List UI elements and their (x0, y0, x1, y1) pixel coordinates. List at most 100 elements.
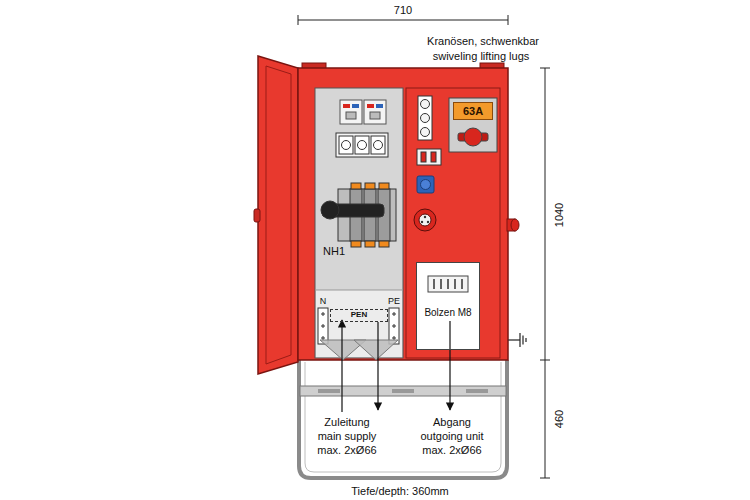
circuit-breaker (376, 104, 383, 108)
callout-text: Abgang (433, 416, 471, 429)
switch-disconnector (321, 201, 339, 219)
terminal-bar (318, 308, 328, 344)
dimension-text: 1040 (553, 203, 566, 227)
base-frame (299, 360, 507, 478)
height-dimension (545, 68, 546, 478)
cabinet-body (298, 68, 508, 360)
fuse-holder (339, 136, 353, 154)
cee-socket (419, 214, 431, 226)
height-dimension (540, 68, 550, 478)
terminal-bar (389, 308, 399, 344)
leader-arrow (342, 320, 450, 412)
fuse-holder (374, 141, 383, 150)
cabinet-body (511, 219, 519, 231)
note-text: swiveling lifting lugs (433, 50, 530, 63)
base-frame (392, 389, 414, 393)
switch-disconnector (351, 183, 361, 189)
terminal-name: N (320, 296, 327, 306)
cabinet-door (266, 66, 291, 364)
cabinet-body (298, 68, 519, 360)
cabinet-door (258, 56, 298, 374)
dimension-text: 710 (394, 4, 412, 17)
width-dimension (298, 20, 508, 21)
earth-symbol (519, 333, 520, 347)
cee-socket (414, 209, 436, 231)
left-panel (315, 88, 403, 358)
switch-disconnector (365, 241, 375, 247)
part-name: NH1 (323, 245, 345, 258)
left-panel (315, 88, 403, 358)
circuit-breaker (340, 100, 386, 124)
circuit-breaker (364, 100, 386, 124)
fuse-holder (336, 133, 388, 157)
base-frame (466, 389, 488, 393)
base-frame (318, 389, 340, 393)
main-switch (464, 128, 482, 146)
cee-socket (427, 221, 429, 223)
fuse-column (421, 114, 430, 123)
earth-symbol (508, 339, 520, 340)
pen-bar: PEN (330, 309, 388, 322)
main-switch (449, 98, 497, 152)
base-frame (305, 362, 501, 472)
circuit-breaker (367, 104, 374, 108)
cee-socket (421, 221, 423, 223)
circuit-breaker (343, 104, 350, 108)
terminal-bar (392, 312, 396, 340)
cee-socket (424, 216, 426, 218)
bolt-box (416, 262, 480, 350)
cable-entry (320, 340, 398, 360)
bolt-box (416, 262, 480, 350)
main-switch (449, 98, 497, 152)
fuse-column (421, 128, 430, 137)
width-dimension (298, 15, 299, 25)
cee-socket (414, 209, 436, 231)
fuse-holder (342, 141, 351, 150)
terminal-name: PE (388, 296, 400, 306)
bolt-terminal-box: Bolzen M8 (416, 262, 480, 350)
node-label: 63A (462, 105, 484, 117)
circuit-breaker (352, 104, 359, 108)
terminal-bar (318, 308, 399, 344)
cabinet-door (254, 209, 260, 222)
leader-arrow (449, 321, 450, 410)
width-dimension (298, 15, 508, 25)
earth-symbol (525, 338, 526, 342)
bolt-box (428, 276, 468, 292)
left-panel (315, 290, 403, 291)
callout-text: main supply (318, 430, 377, 443)
switch-disconnector (351, 241, 361, 247)
node-label: PEN (350, 311, 368, 320)
small-switch (431, 152, 436, 162)
node-label: Bolzen M8 (423, 307, 472, 318)
fuse-holder (355, 136, 369, 154)
height-dimension (540, 478, 550, 479)
earth-symbol (508, 333, 526, 347)
circuit-breaker (346, 112, 356, 119)
circuit-breaker (370, 112, 380, 119)
schuko-socket (417, 176, 434, 193)
terminal-bar (321, 312, 325, 340)
small-switch (417, 149, 441, 165)
callout-text: max. 2xØ66 (317, 444, 376, 457)
earth-symbol (522, 336, 523, 345)
dimension-text: 460 (553, 410, 566, 428)
width-dimension (508, 15, 509, 25)
right-panel (406, 88, 500, 358)
cable-entry (354, 340, 398, 360)
small-switch (417, 149, 441, 165)
schuko-socket (421, 180, 431, 190)
switch-disconnector (379, 183, 389, 189)
height-dimension (540, 68, 550, 69)
base-frame (299, 360, 507, 478)
bolt-box (434, 279, 462, 289)
fuse-column (421, 100, 430, 109)
fuse-holder (336, 133, 388, 157)
fuse-holder (371, 136, 385, 154)
depth-note: Tiefe/depth: 360mm (351, 485, 448, 498)
rating-plate: 63A (453, 102, 493, 120)
